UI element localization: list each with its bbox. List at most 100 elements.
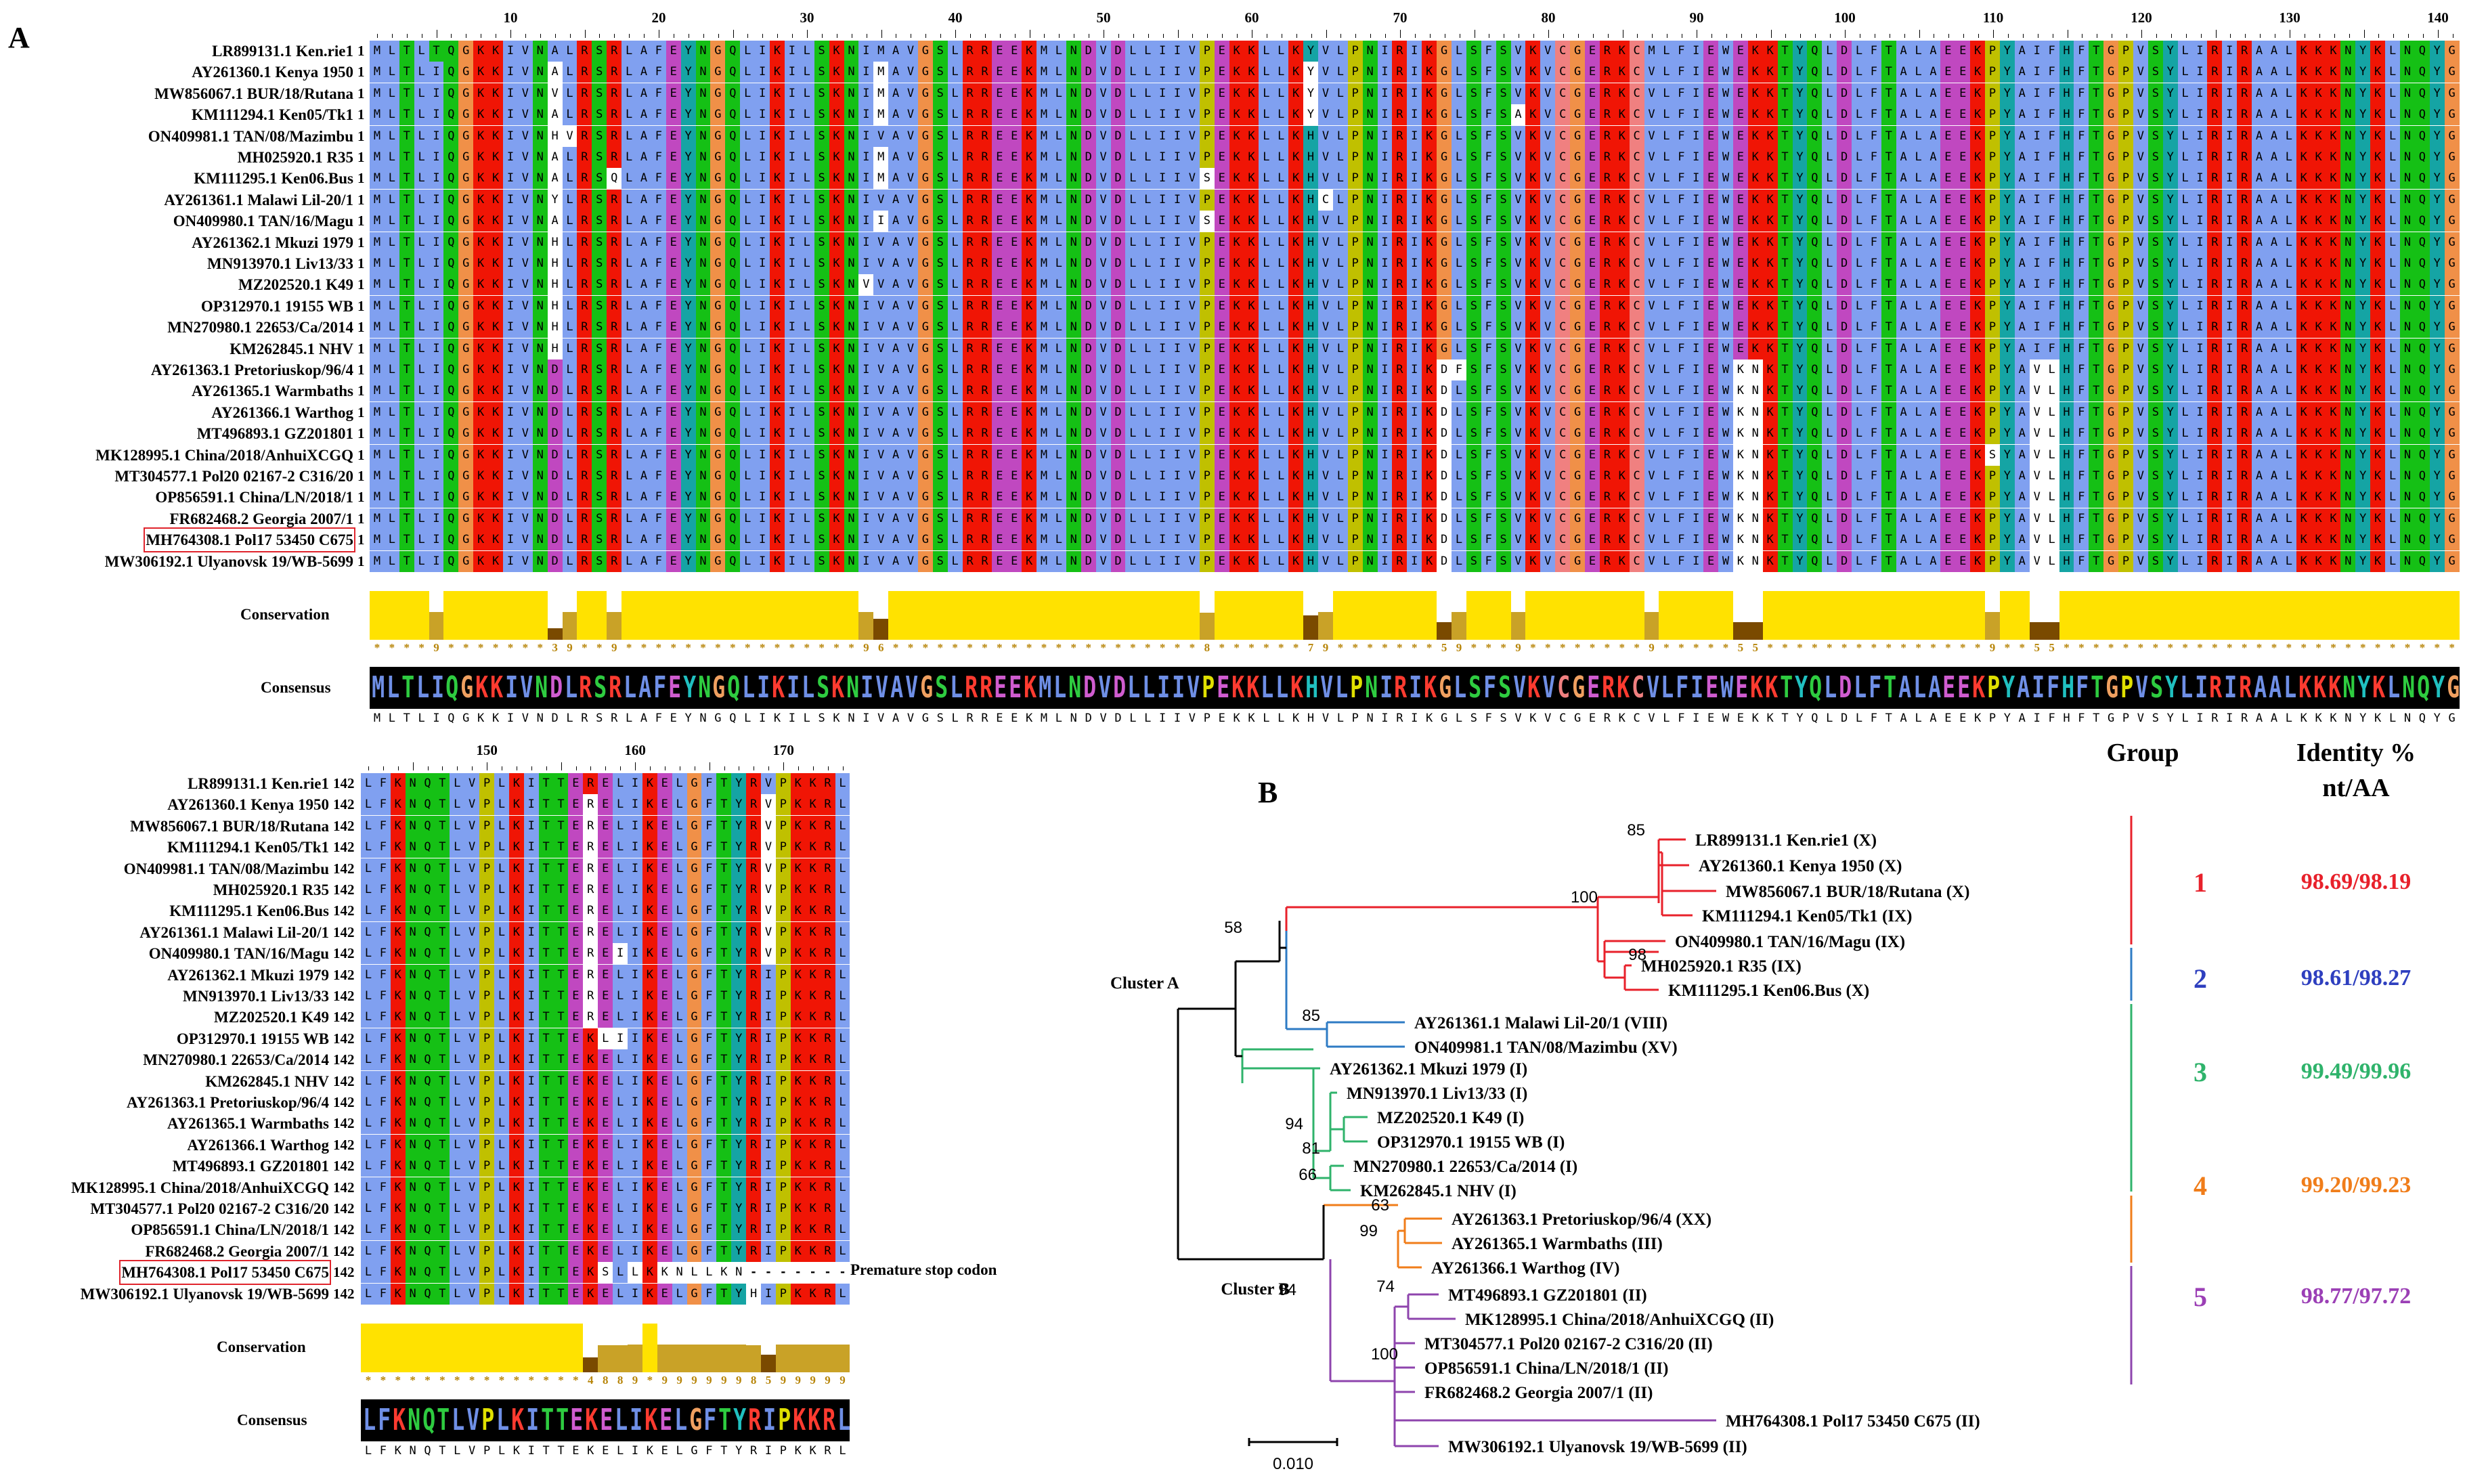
- logo-letter: L: [1913, 670, 1926, 705]
- residue: K: [488, 466, 504, 487]
- residue: K: [1525, 189, 1541, 211]
- residue: I: [1407, 62, 1422, 83]
- residue: S: [1466, 317, 1481, 339]
- residue: G: [1437, 274, 1452, 296]
- residue: I: [2029, 317, 2045, 339]
- residue: K: [2296, 168, 2311, 190]
- conservation-bar: [1999, 591, 2015, 640]
- residue: Q: [2414, 104, 2430, 126]
- ruler-tick: [984, 34, 986, 38]
- residue: K: [770, 147, 785, 168]
- residue: E: [1703, 274, 1719, 296]
- residue: S: [814, 147, 829, 168]
- residue: L: [1911, 338, 1926, 359]
- residue: N: [532, 380, 548, 402]
- residue: W: [1718, 359, 1733, 380]
- residue: L: [2385, 338, 2401, 359]
- conservation-score: *: [1189, 641, 1196, 654]
- residue: S: [592, 338, 607, 359]
- residue: A: [1896, 508, 1911, 529]
- residue: V: [517, 487, 533, 508]
- ruler-tick: [368, 766, 369, 770]
- consensus-residue: F: [1678, 712, 1685, 725]
- residue: V: [761, 943, 776, 965]
- residue: A: [1925, 232, 1941, 253]
- logo-letter: T: [1779, 670, 1793, 705]
- residue: V: [761, 815, 776, 837]
- residue: N: [2400, 529, 2415, 551]
- residue: K: [770, 423, 785, 445]
- residue: L: [1852, 423, 1867, 445]
- ruler-tick: [1118, 34, 1119, 38]
- consensus-residue: R: [611, 712, 618, 725]
- residue: P: [1985, 189, 2000, 211]
- residue: V: [1540, 41, 1556, 62]
- residue: V: [464, 921, 480, 943]
- ruler-tick: [821, 34, 823, 38]
- residue: Y: [2355, 41, 2371, 62]
- residue: F: [2044, 125, 2059, 147]
- residue: P: [2118, 232, 2133, 253]
- residue: T: [2089, 317, 2104, 339]
- sequence-start-number: 142: [333, 881, 355, 898]
- residue: T: [1777, 62, 1793, 83]
- residue: A: [2252, 359, 2267, 380]
- residue: G: [710, 444, 726, 466]
- residue: L: [2281, 168, 2296, 190]
- residue: N: [1066, 62, 1081, 83]
- residue: I: [858, 295, 874, 317]
- residue: S: [1496, 83, 1511, 104]
- residue: I: [2192, 62, 2208, 83]
- residue: S: [1466, 380, 1481, 402]
- residue: G: [2444, 317, 2460, 339]
- residue: V: [1540, 380, 1556, 402]
- residue: K: [473, 444, 489, 466]
- residue: L: [2281, 423, 2296, 445]
- residue: I: [429, 359, 444, 380]
- residue: I: [429, 83, 444, 104]
- tree-leaf-label: AY261360.1 Kenya 1950 (X): [1699, 857, 1902, 875]
- residue: A: [2252, 401, 2267, 423]
- residue: C: [1555, 295, 1571, 317]
- residue: T: [716, 921, 732, 943]
- conservation-score: *: [1574, 641, 1581, 654]
- residue: T: [1881, 444, 1896, 466]
- residue: G: [917, 338, 933, 359]
- residue: K: [1229, 444, 1244, 466]
- ruler-tick: [412, 762, 414, 770]
- conservation-score: *: [1292, 641, 1299, 654]
- residue: D: [1837, 83, 1852, 104]
- ruler-tick: [1162, 34, 1164, 38]
- residue: Y: [680, 147, 696, 168]
- residue: G: [917, 295, 933, 317]
- residue: A: [1925, 550, 1941, 572]
- residue: K: [1244, 529, 1259, 551]
- residue: Y: [2162, 253, 2178, 274]
- residue: L: [1332, 487, 1348, 508]
- residue: Q: [2414, 317, 2430, 339]
- bootstrap-value: 98: [1628, 946, 1646, 964]
- residue: C: [1629, 380, 1644, 402]
- residue: F: [1674, 423, 1689, 445]
- residue: G: [458, 401, 474, 423]
- residue: R: [2237, 423, 2252, 445]
- residue: D: [1437, 380, 1452, 402]
- residue: C: [1555, 83, 1571, 104]
- residue: K: [2296, 41, 2311, 62]
- residue: R: [607, 41, 622, 62]
- residue: S: [592, 211, 607, 232]
- residue: I: [2222, 253, 2238, 274]
- residue: R: [1392, 274, 1408, 296]
- residue: L: [2044, 529, 2059, 551]
- residue: I: [1170, 189, 1185, 211]
- residue: A: [2267, 147, 2282, 168]
- residue: R: [577, 189, 592, 211]
- residue: L: [2177, 508, 2193, 529]
- consensus-residue: T: [403, 712, 410, 725]
- residue: S: [2147, 380, 2163, 402]
- residue: K: [390, 837, 406, 858]
- residue: R: [1599, 508, 1615, 529]
- residue: S: [2147, 423, 2163, 445]
- residue: A: [1925, 401, 1941, 423]
- residue: R: [977, 317, 992, 339]
